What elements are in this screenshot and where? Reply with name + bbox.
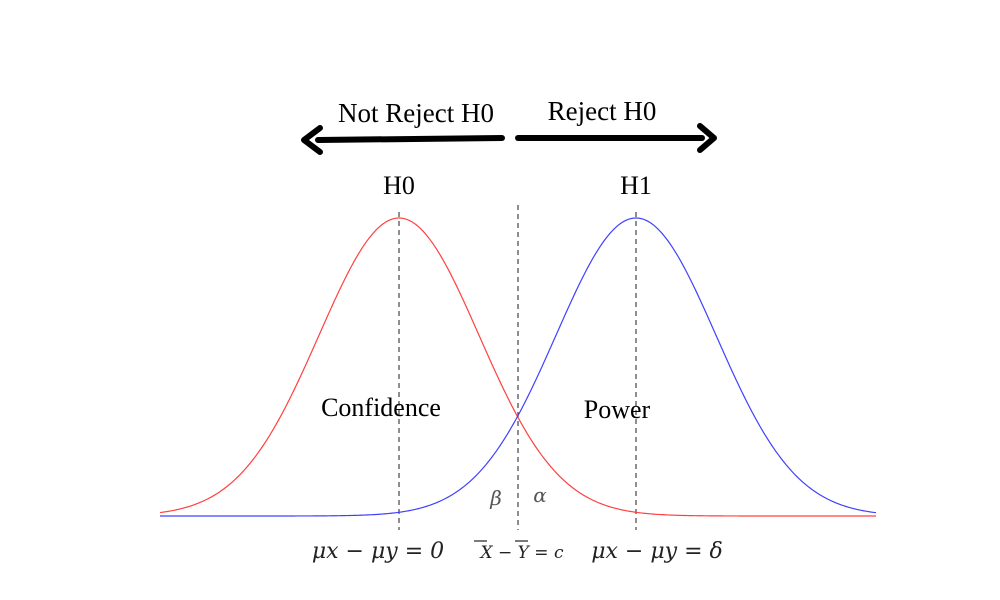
- not-reject-label: Not Reject H0: [338, 98, 494, 128]
- decision-arrows: Not Reject H0 Reject H0: [301, 96, 717, 155]
- left-arrowhead: [301, 125, 323, 155]
- null-mean-annotation: μx − μy = 0: [312, 539, 444, 564]
- axis-annotations: μx − μy = 0 X − Y = c μx − μy = δ: [312, 539, 723, 564]
- h0-label: H0: [383, 171, 415, 200]
- power-label: Power: [584, 395, 651, 424]
- reject-label: Reject H0: [548, 96, 657, 126]
- confidence-label: Confidence: [321, 393, 441, 422]
- alpha-label: α: [533, 483, 547, 507]
- left-arrow: [315, 135, 505, 143]
- alt-mean-annotation: μx − μy = δ: [591, 539, 723, 564]
- cutoff-annotation: X − Y = c: [479, 543, 564, 563]
- h1-label: H1: [620, 171, 652, 200]
- alternative-distribution-curve: [160, 217, 877, 517]
- right-arrowhead: [697, 123, 717, 153]
- beta-label: β: [489, 486, 502, 510]
- null-distribution-curve: [159, 217, 876, 517]
